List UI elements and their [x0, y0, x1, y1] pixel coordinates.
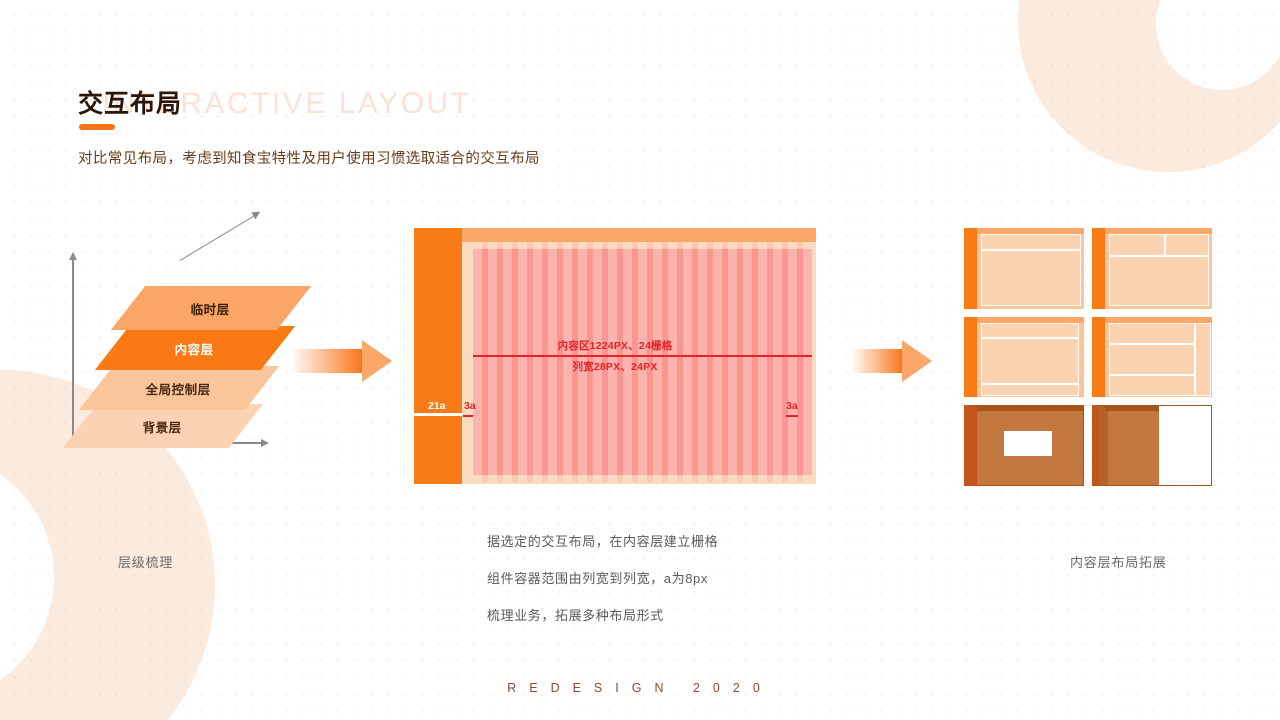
grid-measure-label-content-area: 内容区1224PX、24栅格	[557, 340, 673, 352]
variant-region-main	[1109, 343, 1195, 375]
layout-variant-2	[1092, 228, 1212, 309]
grid-spec-content-area	[473, 242, 812, 482]
variant-sidebar-rail	[964, 405, 977, 486]
variant-modal-overlay	[1004, 431, 1052, 457]
variant-sidebar-rail	[1092, 405, 1099, 486]
grid-measure-line	[473, 355, 812, 357]
layer-plane-label: 背景层	[143, 420, 183, 435]
layout-variant-5-selected	[964, 405, 1084, 486]
axis-vertical	[69, 252, 76, 444]
variant-region-footer	[981, 384, 1079, 397]
grid-spec-caption-line: 组件容器范围由列宽到列宽，a为8px	[487, 571, 708, 586]
layer-stack-caption: 层级梳理	[118, 555, 174, 570]
variant-sidebar-rail	[964, 316, 977, 398]
layer-stack-diagram: 背景层 全局控制层 内容层 临时层	[62, 214, 312, 452]
grid-gutter-bottom	[473, 475, 812, 482]
page-subtitle: 对比常见布局，考虑到知食宝特性及用户使用习惯选取适合的交互布局	[78, 151, 540, 167]
grid-spec-diagram: 内容区1224PX、24栅格 列宽28PX、24PX 21a 3a 3a	[414, 228, 816, 484]
grid-tick-mark-right	[786, 415, 798, 417]
layer-plane-global-control: 全局控制层	[78, 366, 280, 410]
arrow-shaft	[292, 349, 364, 373]
grid-gutter-top	[473, 242, 812, 249]
grid-spec-caption-line: 梳理业务，拓展多种布局形式	[487, 608, 664, 623]
grid-tick-label-gutter-left: 3a	[464, 400, 476, 412]
variant-topbar	[977, 316, 1084, 323]
flow-arrow-right-icon-1	[292, 340, 394, 382]
grid-spec-sidebar-divider	[414, 413, 462, 416]
variant-region-header-right	[1165, 234, 1209, 256]
page-title-english: INTERACTIVE LAYOUT	[102, 87, 472, 120]
variant-region-main	[1109, 256, 1209, 306]
layout-variant-1	[964, 228, 1084, 309]
layer-plane-temporary: 临时层	[110, 286, 312, 330]
variant-region-bottom	[1109, 374, 1195, 397]
footer-text: REDESIGN 2020	[507, 681, 773, 695]
layer-plane-label: 全局控制层	[146, 382, 212, 397]
variant-region-header-left	[1109, 234, 1165, 256]
grid-spec-caption-list: 据选定的交互布局，在内容层建立栅格 组件容器范围由列宽到列宽，a为8px 梳理业…	[487, 531, 718, 642]
variant-topbar	[1105, 316, 1212, 323]
grid-spec-sidebar	[414, 228, 462, 484]
variant-sidebar-rail	[964, 228, 977, 309]
variant-topbar	[1105, 228, 1212, 234]
grid-spec-caption-line: 据选定的交互布局，在内容层建立栅格	[487, 534, 719, 549]
variant-sidebar-rail	[1092, 228, 1105, 309]
variant-sidebar-rail-secondary	[1099, 405, 1108, 486]
variant-topbar	[977, 405, 1084, 412]
layout-variants-grid	[964, 228, 1212, 486]
variant-region-header	[981, 322, 1079, 338]
grid-measure-label-column-width: 列宽28PX、24PX	[572, 361, 658, 373]
layer-plane-content: 内容层	[94, 326, 296, 370]
grid-tick-mark-left	[463, 415, 473, 417]
variant-region-header	[981, 234, 1081, 250]
layout-variant-6-selected	[1092, 405, 1212, 486]
variant-sidebar-rail	[1092, 316, 1105, 398]
variant-topbar	[1105, 405, 1212, 412]
flow-arrow-right-icon-2	[852, 340, 934, 382]
axis-depth-arrow-icon	[179, 214, 256, 262]
layout-variants-caption: 内容层布局拓展	[1070, 555, 1167, 570]
grid-tick-label-gutter-right: 3a	[786, 400, 798, 412]
page-title: 交互布局	[78, 90, 183, 118]
variant-topbar	[977, 228, 1084, 234]
layout-variant-4	[1092, 316, 1212, 398]
variant-region-header	[1109, 322, 1195, 344]
variant-drawer-panel	[1159, 406, 1211, 485]
variant-region-aside	[1195, 322, 1211, 397]
grid-spec-topbar	[462, 228, 816, 242]
variant-region-main	[981, 337, 1079, 385]
variant-region-main	[981, 250, 1081, 306]
arrow-head	[902, 340, 932, 382]
grid-columns-overlay	[473, 242, 812, 482]
arrow-head	[362, 340, 392, 382]
layer-plane-label: 内容层	[175, 342, 215, 357]
layer-plane-background: 背景层	[62, 404, 264, 448]
grid-tick-label-sidebar: 21a	[428, 400, 446, 412]
title-accent-bar	[79, 124, 115, 130]
arrow-shaft	[852, 349, 904, 373]
layer-plane-label: 临时层	[191, 302, 231, 317]
layout-variant-3	[964, 316, 1084, 398]
